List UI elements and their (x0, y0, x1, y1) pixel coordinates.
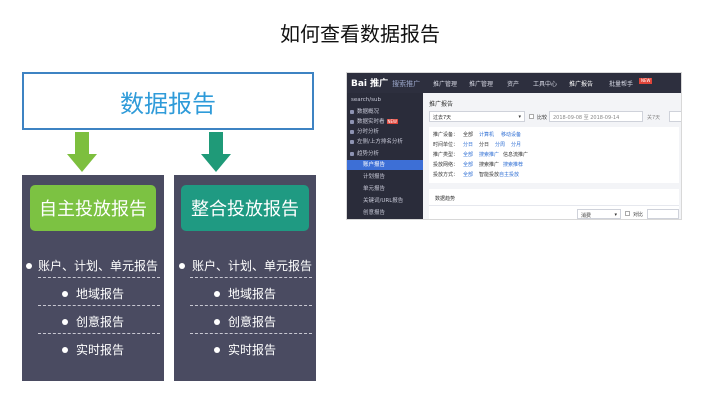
trend-title: 数据趋势 (435, 196, 456, 202)
slide-title: 如何查看数据报告 (280, 22, 440, 46)
list-item-label: 实时报告 (228, 343, 277, 357)
chevron-down-icon: ▾ (518, 114, 521, 120)
list-item-label: 创意报告 (76, 315, 125, 329)
date-select[interactable]: 过去7天 ▾ (429, 111, 525, 122)
bullet-icon (214, 347, 220, 353)
nav-item[interactable]: 批量帮手 (609, 81, 634, 88)
sidebar-item[interactable]: 趋势分析 (347, 149, 423, 159)
compare-select[interactable] (647, 209, 679, 219)
metric-select[interactable]: 消费 ▾ (577, 209, 621, 219)
integrated-delivery-header: 整合投放报告 (181, 185, 309, 231)
nav-item[interactable]: 推广管理 (469, 81, 494, 88)
baidu-report-screenshot: Bai 推广搜索推广 推广管理 推广管理 资产 工具中心 推广报告 批量帮手 N… (346, 72, 682, 220)
sidebar-item[interactable]: 左侧/上方排名分析 (347, 137, 423, 147)
bullet-icon (26, 263, 32, 269)
list-item: 创意报告 (22, 307, 164, 335)
filter-panel: 推广设备： 全部 计算机 移动设备 时间单位： 分日 分日 分周 分月 推广类型… (429, 127, 679, 183)
integrated-delivery-list: 账户、计划、单元报告 地域报告 创意报告 实时报告 (174, 251, 316, 363)
sidebar-item-account-report[interactable]: 账户报告 (347, 160, 423, 170)
list-item: 账户、计划、单元报告 (174, 251, 316, 279)
compare-range: 关7天 (647, 115, 661, 121)
list-item: 账户、计划、单元报告 (22, 251, 164, 279)
bullet-icon (62, 291, 68, 297)
screenshot-topbar: Bai 推广搜索推广 推广管理 推广管理 资产 工具中心 推广报告 批量帮手 N… (347, 73, 681, 93)
self-delivery-list: 账户、计划、单元报告 地域报告 创意报告 实时报告 (22, 251, 164, 363)
screenshot-main: 推广报告 过去7天 ▾ 比较 2018-09-08 至 2018-09-14 关… (423, 93, 681, 219)
list-item: 地域报告 (174, 279, 316, 307)
screenshot-page-title: 推广报告 (429, 101, 454, 108)
list-item-label: 账户、计划、单元报告 (192, 259, 313, 273)
settings-button[interactable] (669, 111, 681, 122)
sidebar-item[interactable]: 数据概况 (347, 107, 423, 117)
integrated-delivery-panel: 整合投放报告 账户、计划、单元报告 地域报告 创意报告 实时报告 (174, 175, 316, 381)
compare-checkbox[interactable] (625, 211, 630, 216)
list-item-label: 账户、计划、单元报告 (38, 259, 159, 273)
list-item-label: 创意报告 (228, 315, 277, 329)
nav-item-report[interactable]: 推广报告 (569, 81, 594, 88)
list-item-label: 地域报告 (228, 287, 277, 301)
sidebar-item[interactable]: 分时分析 (347, 127, 423, 137)
self-delivery-panel: 自主投放报告 账户、计划、单元报告 地域报告 创意报告 实时报告 (22, 175, 164, 381)
compare-label: 对比 (633, 212, 644, 218)
self-delivery-header: 自主投放报告 (30, 185, 156, 231)
sidebar-item[interactable]: 计划报告 (363, 174, 386, 180)
down-arrow-icon (67, 132, 97, 176)
list-item: 创意报告 (174, 307, 316, 335)
date-range-input[interactable]: 2018-09-08 至 2018-09-14 (549, 111, 643, 122)
nav-item[interactable]: 工具中心 (533, 81, 558, 88)
compare-label: 比较 (537, 115, 548, 121)
sidebar-item[interactable]: 关键词/URL报告 (363, 198, 404, 204)
list-item: 实时报告 (22, 335, 164, 363)
sidebar-search[interactable]: search/sub (351, 97, 381, 103)
sidebar-item[interactable]: 创意报告 (363, 210, 386, 216)
bullet-icon (214, 291, 220, 297)
compare-checkbox[interactable] (529, 114, 534, 119)
down-arrow-icon (201, 132, 231, 176)
bullet-icon (62, 347, 68, 353)
bullet-icon (214, 319, 220, 325)
list-item: 地域报告 (22, 279, 164, 307)
bullet-icon (179, 263, 185, 269)
list-item-label: 地域报告 (76, 287, 125, 301)
sidebar-item[interactable]: 单元报告 (363, 186, 386, 192)
baidu-logo: Bai 推广搜索推广 (351, 79, 421, 89)
trend-section: 数据趋势 消费 ▾ 对比 (429, 189, 679, 219)
list-item-label: 实时报告 (76, 343, 125, 357)
nav-item[interactable]: 推广管理 (433, 81, 458, 88)
list-item: 实时报告 (174, 335, 316, 363)
chevron-down-icon: ▾ (614, 212, 617, 218)
nav-item[interactable]: 资产 (507, 81, 520, 88)
new-badge: NEW (639, 78, 653, 84)
bullet-icon (62, 319, 68, 325)
data-report-box: 数据报告 (22, 72, 314, 130)
